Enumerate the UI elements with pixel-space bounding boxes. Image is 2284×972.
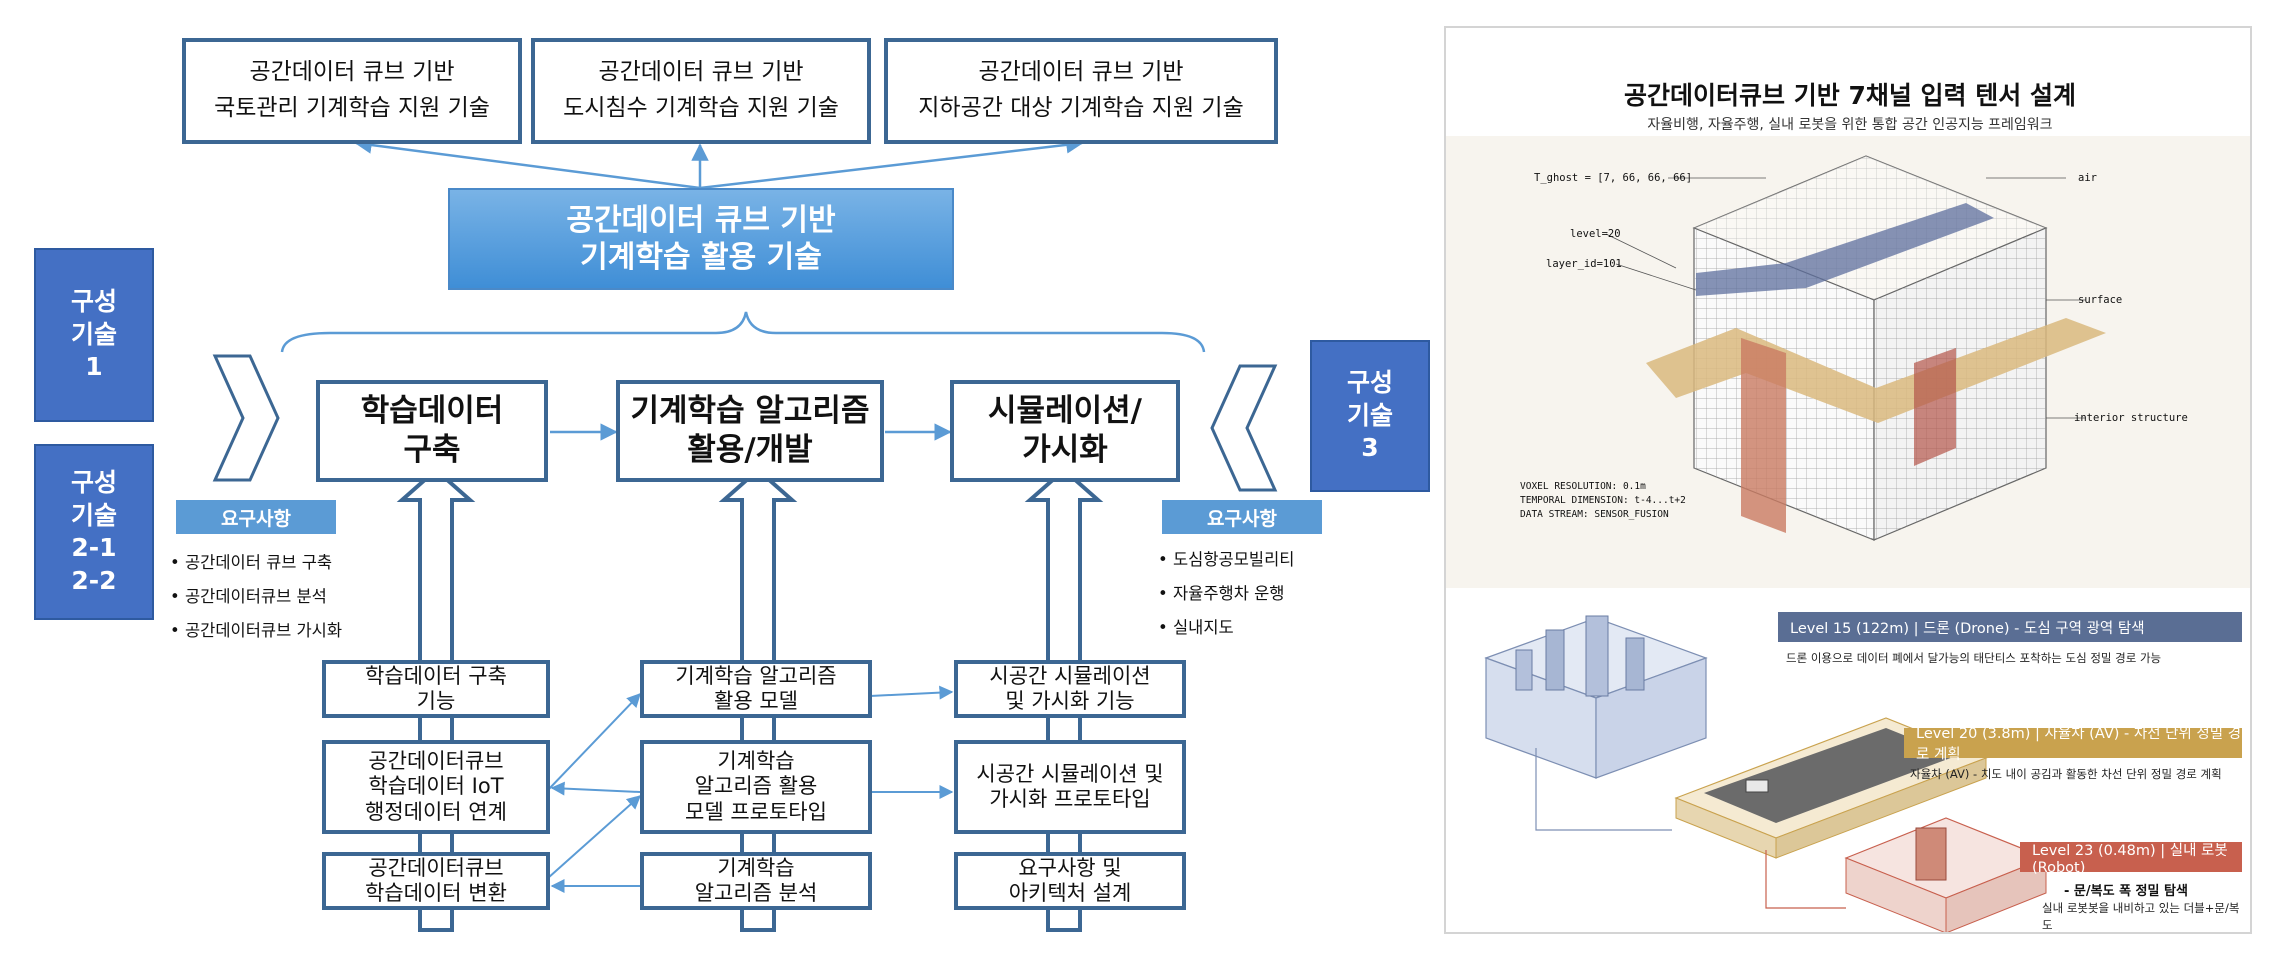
main-box-simulation: 시뮬레이션/ 가시화 xyxy=(950,380,1180,482)
arrow-lower-2 xyxy=(869,685,954,700)
level-23-subtitle: - 문/복도 폭 정밀 탐색 xyxy=(2064,884,2188,899)
lower-box-col2-row3: 기계학습 알고리즘 분석 xyxy=(640,852,872,910)
requirements-right-list: 도심항공모빌리티 자율주행차 운행 실내지도 xyxy=(1158,543,1294,645)
levels-illustration xyxy=(1484,615,2048,932)
poster-title: 공간데이터큐브 기반 7채널 입력 텐서 설계 xyxy=(1624,81,2076,110)
arrow-lower-4 xyxy=(547,692,641,791)
top-box-urban-flooding: 공간데이터 큐브 기반 도시침수 기계학습 지원 기술 xyxy=(531,38,871,144)
spec-temporal-dimension: TEMPORAL DIMENSION: t-4...t+2 xyxy=(1520,494,1686,506)
level-20-bar: Level 20 (3.8m) | 자율차 (AV) - 차선 단위 정밀 경로… xyxy=(1904,726,2242,763)
main-box-ml-algorithm: 기계학습 알고리즘 활용/개발 xyxy=(616,380,884,482)
requirement-item: 공간데이터 큐브 구축 xyxy=(170,546,342,580)
requirements-left-list: 공간데이터 큐브 구축 공간데이터큐브 분석 공간데이터큐브 가시화 xyxy=(170,546,342,648)
top-box-underground: 공간데이터 큐브 기반 지하공간 대상 기계학습 지원 기술 xyxy=(884,38,1278,144)
main-box-training-data: 학습데이터 구축 xyxy=(316,380,548,482)
arrow-lower-6 xyxy=(547,795,642,879)
lower-box-col1-row3: 공간데이터큐브 학습데이터 변환 xyxy=(322,852,550,910)
label-level: level=20 xyxy=(1570,228,1621,240)
spec-list: VOXEL RESOLUTION: 0.1m TEMPORAL DIMENSIO… xyxy=(1520,480,1686,521)
label-layer-id: layer_id=101 xyxy=(1546,258,1622,270)
label-ghost-tensor: T_ghost = [7, 66, 66, 66] xyxy=(1534,172,1693,184)
voxel-cube-illustration xyxy=(1446,136,2250,588)
arrow-banner-to-top-3 xyxy=(699,136,1084,190)
lower-box-col3-row2: 시공간 시뮬레이션 및 가시화 프로토타입 xyxy=(954,740,1186,834)
requirement-item: 자율주행차 운행 xyxy=(1158,577,1294,611)
spec-data-stream: DATA STREAM: SENSOR_FUSION xyxy=(1520,508,1669,520)
grouping-brace xyxy=(280,311,1206,353)
ml-utilization-banner: 공간데이터 큐브 기반 기계학습 활용 기술 xyxy=(448,188,954,290)
lower-box-col3-row1: 시공간 시뮬레이션 및 가시화 기능 xyxy=(954,660,1186,718)
chevron-right-icon xyxy=(1210,364,1278,492)
level-15-bar: Level 15 (122m) | 드론 (Drone) - 도심 구역 광역 … xyxy=(1778,612,2242,642)
tensor-design-poster: 공간데이터큐브 기반 7채널 입력 텐서 설계 자율비행, 자율주행, 실내 로… xyxy=(1444,26,2252,934)
spec-voxel-resolution: VOXEL RESOLUTION: 0.1m xyxy=(1520,481,1646,492)
lower-box-col2-row1: 기계학습 알고리즘 활용 모델 xyxy=(640,660,872,718)
component-tech-1: 구성 기술 1 xyxy=(34,248,154,422)
requirements-right-tag: 요구사항 xyxy=(1162,500,1322,534)
chevron-left-icon xyxy=(212,354,280,482)
arrow-banner-to-top-1 xyxy=(354,136,701,190)
level-23-desc: 실내 로봇봇을 내비하고 있는 더블+문/복도 도폭 정밀 탐색 xyxy=(2042,901,2240,933)
level-20-desc: 자율차 (AV) - 치도 내이 공김과 활동한 차선 단위 정밀 경로 계획 xyxy=(1910,767,2222,781)
poster-subtitle: 자율비행, 자율주행, 실내 로봇을 위한 통합 공간 인공지능 프레임워크 xyxy=(1647,117,2053,133)
requirements-left-tag: 요구사항 xyxy=(176,500,336,534)
label-surface: surface xyxy=(2078,294,2123,306)
lower-box-col1-row2: 공간데이터큐브 학습데이터 IoT 행정데이터 연계 xyxy=(322,740,550,834)
top-box-land-management: 공간데이터 큐브 기반 국토관리 기계학습 지원 기술 xyxy=(182,38,522,144)
label-air: air xyxy=(2078,172,2097,184)
component-tech-2: 구성 기술 2-1 2-2 xyxy=(34,444,154,620)
lower-box-col3-row3: 요구사항 및 아키텍처 설계 xyxy=(954,852,1186,910)
lower-box-col2-row2: 기계학습 알고리즘 활용 모델 프로토타입 xyxy=(640,740,872,834)
label-interior-structure: interior structure xyxy=(2074,412,2188,424)
requirement-item: 공간데이터큐브 가시화 xyxy=(170,614,342,648)
lower-box-col1-row1: 학습데이터 구축 기능 xyxy=(322,660,550,718)
arrow-lower-5 xyxy=(550,781,641,796)
component-tech-3: 구성 기술 3 xyxy=(1310,340,1430,492)
requirement-item: 공간데이터큐브 분석 xyxy=(170,580,342,614)
level-15-desc: 드론 이용으로 데이터 폐에서 달가능의 태단티스 포착하는 도심 정밀 경로 … xyxy=(1786,651,2162,665)
requirement-item: 도심항공모빌리티 xyxy=(1158,543,1294,577)
level-23-bar: Level 23 (0.48m) | 실내 로봇 (Robot) xyxy=(2020,842,2242,876)
requirement-item: 실내지도 xyxy=(1158,611,1294,645)
